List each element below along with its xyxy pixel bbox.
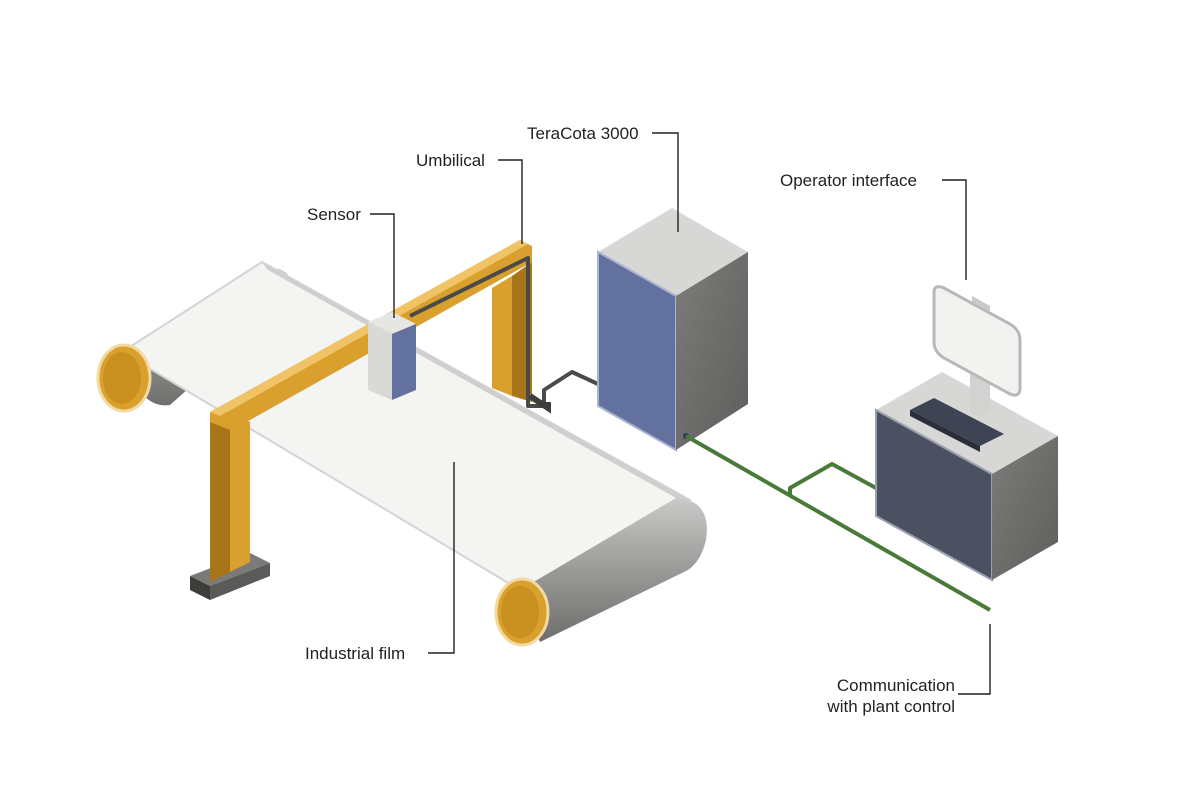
leader-lines [370, 132, 991, 695]
operator-console [875, 285, 1058, 582]
console-side [992, 436, 1058, 580]
label-teracota: TeraCota 3000 [527, 124, 639, 143]
cabinet-side [676, 252, 748, 450]
front-roller-body [520, 498, 707, 642]
console-branch-cable [788, 462, 877, 495]
leader-comm [958, 624, 991, 695]
frame-right-post [492, 276, 512, 396]
keyboard [910, 398, 1004, 446]
monitor-screen [932, 285, 1022, 397]
label-communication: Communication with plant control [827, 675, 955, 717]
conveyor [96, 260, 707, 647]
label-umbilical: Umbilical [416, 151, 485, 170]
cabinet-top [598, 208, 748, 296]
leader-film [428, 462, 455, 654]
label-operator-interface: Operator interface [780, 171, 918, 190]
label-communication-line1: Communication [836, 676, 955, 695]
teracota-cabinet [597, 208, 748, 452]
leader-operator [942, 179, 967, 280]
leader-sensor [370, 213, 395, 318]
label-communication-line2: with plant control [827, 697, 955, 716]
main-comm-cable [685, 434, 991, 612]
label-industrial-film: Industrial film [305, 644, 406, 663]
leader-umbilical [498, 159, 523, 244]
label-sensor: Sensor [307, 205, 361, 224]
communication-cables [685, 434, 991, 612]
sensor-unit [368, 312, 416, 400]
leader-teracota [652, 132, 679, 232]
frame-left-post [210, 412, 230, 582]
